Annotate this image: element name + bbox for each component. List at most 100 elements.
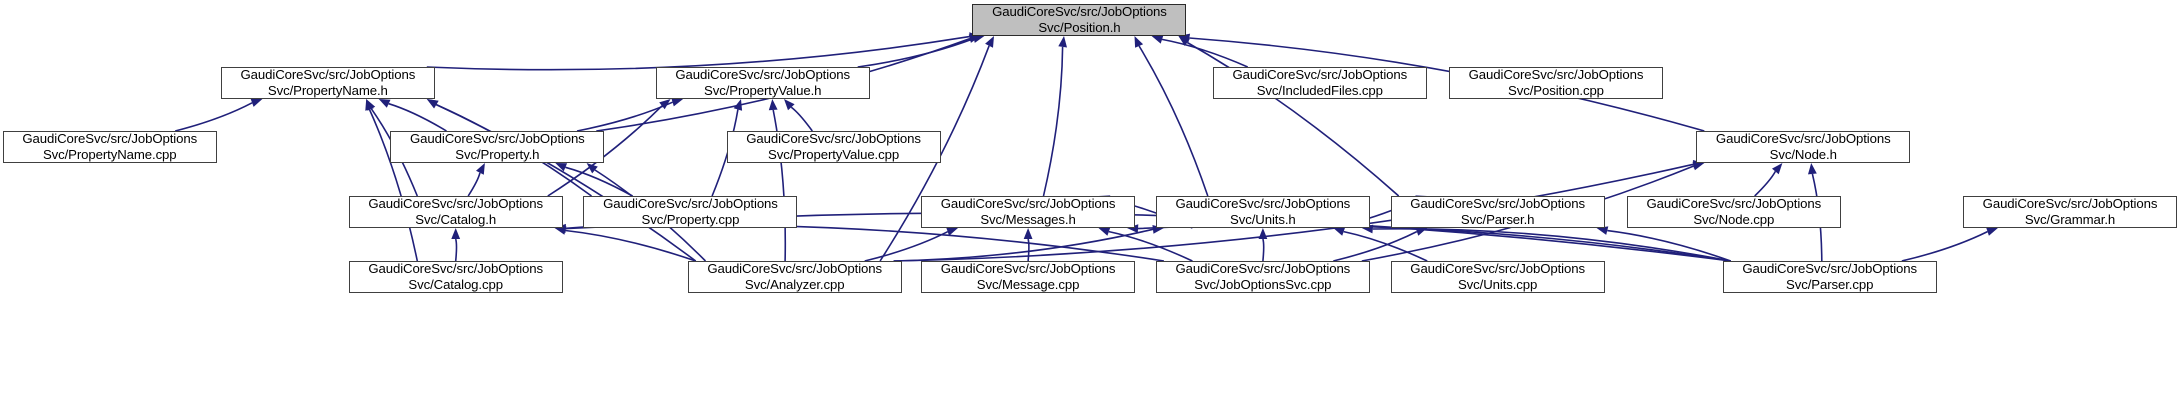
arrowhead-icon bbox=[1178, 36, 1190, 46]
node-label-line2: Svc/Node.cpp bbox=[1693, 212, 1775, 227]
edge-messages-h-to-position-h bbox=[1042, 46, 1064, 197]
edge-joboptionssvc-cpp-to-messages-h bbox=[1108, 230, 1193, 262]
arrowhead-icon bbox=[1361, 224, 1374, 234]
node-label-line1: GaudiCoreSvc/src/JobOptions bbox=[1410, 261, 1585, 276]
edge-property-cpp-to-property-h bbox=[565, 166, 633, 197]
arrowhead-icon bbox=[784, 99, 795, 111]
node-label-line1: GaudiCoreSvc/src/JobOptions bbox=[1715, 131, 1891, 146]
edge-analyzer-cpp-to-messages-h bbox=[864, 230, 949, 262]
node-label-line1: GaudiCoreSvc/src/JobOptions bbox=[675, 67, 851, 82]
edge-property-h-to-propertyname-h bbox=[388, 102, 447, 132]
arrowhead-icon bbox=[586, 163, 598, 174]
edge-units-cpp-to-units-h bbox=[1343, 230, 1428, 262]
node-label-line2: Svc/Parser.h bbox=[1460, 212, 1535, 227]
node-label-line1: GaudiCoreSvc/src/JobOptions bbox=[1468, 67, 1644, 82]
node-label-line2: Svc/Message.cpp bbox=[976, 277, 1080, 292]
edge-catalog-cpp-to-catalog-h bbox=[454, 238, 458, 262]
node-label-line1: GaudiCoreSvc/src/JobOptions bbox=[992, 4, 1167, 19]
edge-parser-cpp-to-grammar-h bbox=[1901, 230, 1988, 262]
edge-propertyvalue-cpp-to-propertyvalue-h bbox=[790, 106, 813, 132]
node-label-line1: GaudiCoreSvc/src/JobOptions bbox=[368, 261, 544, 276]
edge-includedfiles-cpp-to-position-h bbox=[1161, 38, 1249, 68]
arrowhead-icon bbox=[1127, 224, 1139, 233]
edge-catalog-h-to-propertyvalue-h bbox=[547, 105, 663, 197]
node-label-line2: Svc/Position.cpp bbox=[1508, 83, 1604, 98]
node-label-line1: GaudiCoreSvc/src/JobOptions bbox=[1646, 196, 1822, 211]
node-label-line2: Svc/Position.h bbox=[1038, 20, 1121, 35]
node-label-line1: GaudiCoreSvc/src/JobOptions bbox=[940, 196, 1116, 211]
edge-node-cpp-to-node-h bbox=[1754, 171, 1777, 197]
node-label-line2: Svc/PropertyName.h bbox=[267, 83, 388, 98]
node-label-line2: Svc/Units.h bbox=[1230, 212, 1296, 227]
node-label-line1: GaudiCoreSvc/src/JobOptions bbox=[1742, 261, 1918, 276]
arrowhead-icon bbox=[1772, 163, 1783, 175]
arrowhead-icon bbox=[1415, 227, 1428, 236]
arrowhead-icon bbox=[1808, 163, 1817, 175]
edge-propertyname-cpp-to-propertyname-h bbox=[175, 102, 253, 132]
node-label-line1: GaudiCoreSvc/src/JobOptions bbox=[1175, 196, 1351, 211]
node-label-line1: GaudiCoreSvc/src/JobOptions bbox=[746, 131, 921, 146]
edge-units-h-to-position-h bbox=[1138, 45, 1209, 197]
edge-catalog-h-to-property-h bbox=[467, 172, 481, 197]
node-label-line2: Svc/Catalog.cpp bbox=[408, 277, 503, 292]
node-label-line1: GaudiCoreSvc/src/JobOptions bbox=[1410, 196, 1585, 211]
arrowhead-icon bbox=[733, 99, 743, 111]
node-label-line1: GaudiCoreSvc/src/JobOptions bbox=[1175, 261, 1351, 276]
edge-joboptionssvc-cpp-to-parser-h bbox=[1333, 230, 1418, 262]
node-label-line2: Svc/Units.cpp bbox=[1457, 277, 1538, 292]
arrowhead-icon bbox=[1333, 227, 1346, 236]
arrowhead-icon bbox=[1151, 35, 1164, 44]
node-label-line1: GaudiCoreSvc/src/JobOptions bbox=[240, 67, 416, 82]
arrowhead-icon bbox=[1058, 36, 1067, 48]
arrowhead-icon bbox=[1152, 225, 1164, 234]
node-label-line2: Svc/Messages.h bbox=[980, 212, 1076, 227]
arrowhead-icon bbox=[365, 99, 374, 111]
node-label-line2: Svc/Property.h bbox=[455, 147, 540, 162]
arrowhead-icon bbox=[1134, 36, 1144, 48]
edge-propertyname-h-to-position-h bbox=[426, 35, 970, 71]
node-label-line2: Svc/PropertyName.cpp bbox=[42, 147, 177, 162]
edge-parser-cpp-to-parser-h bbox=[1607, 229, 1731, 262]
arrowhead-icon bbox=[378, 99, 391, 108]
node-label-line2: Svc/Node.h bbox=[1769, 147, 1837, 162]
edge-joboptionssvc-cpp-to-catalog-h bbox=[565, 224, 1165, 262]
node-label-line1: GaudiCoreSvc/src/JobOptions bbox=[1982, 196, 2158, 211]
node-label-line1: GaudiCoreSvc/src/JobOptions bbox=[940, 261, 1116, 276]
arrowhead-icon bbox=[946, 227, 958, 236]
node-label-line2: Svc/Grammar.h bbox=[2024, 212, 2116, 227]
arrowhead-icon bbox=[250, 98, 263, 107]
edge-analyzer-cpp-to-propertyvalue-h bbox=[772, 109, 787, 262]
arrowhead-icon bbox=[1986, 227, 1998, 236]
arrowhead-icon bbox=[554, 223, 566, 233]
arrowhead-icon bbox=[671, 98, 684, 107]
arrowhead-icon bbox=[659, 99, 671, 110]
arrowhead-icon bbox=[426, 99, 439, 109]
edge-node-h-to-position-h bbox=[1189, 37, 1705, 132]
node-label-line2: Svc/Catalog.h bbox=[415, 212, 497, 227]
edge-analyzer-cpp-to-catalog-h bbox=[565, 229, 696, 262]
node-label-line1: GaudiCoreSvc/src/JobOptions bbox=[368, 196, 544, 211]
arrowhead-icon bbox=[968, 34, 981, 43]
